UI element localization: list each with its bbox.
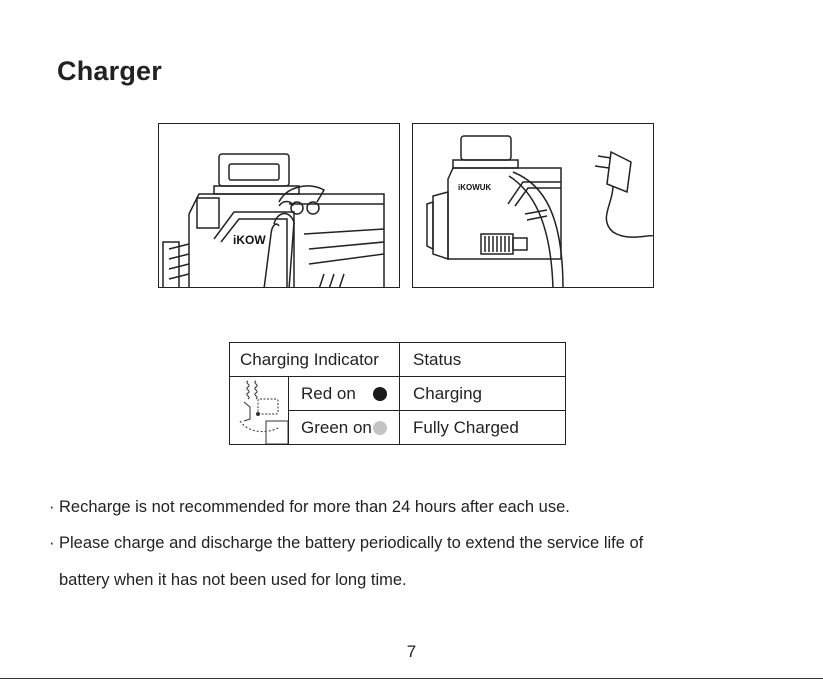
indicator-light-drawing xyxy=(230,377,289,445)
bullet: · xyxy=(49,489,59,526)
bullet: · xyxy=(49,525,59,562)
device-charger-drawing: iKOWUK xyxy=(413,124,654,288)
brand-logo-left: iKOW xyxy=(233,233,266,247)
illustration-charging-port: iKOW xyxy=(158,123,400,288)
page-title: Charger xyxy=(57,56,162,87)
page-number: 7 xyxy=(0,642,823,662)
note-text-2a: Please charge and discharge the battery … xyxy=(59,534,643,552)
charging-indicator-table: Charging Indicator Status Red on Chargin… xyxy=(229,342,566,445)
note-recharge-limit: ·Recharge is not recommended for more th… xyxy=(49,489,769,526)
indicator-green-on: Green on xyxy=(289,411,400,445)
table-row: Red on Charging xyxy=(230,377,566,411)
status-charging: Charging xyxy=(400,377,566,411)
header-status: Status xyxy=(400,343,566,377)
indicator-red-on: Red on xyxy=(289,377,400,411)
illustration-charger-connected: iKOWUK xyxy=(412,123,654,288)
brand-logo-right: iKOWUK xyxy=(458,183,492,192)
green-dot-icon xyxy=(373,421,387,435)
device-port-drawing: iKOW xyxy=(159,124,400,288)
status-fully-charged: Fully Charged xyxy=(400,411,566,445)
red-dot-icon xyxy=(373,387,387,401)
bottom-divider xyxy=(0,678,823,679)
note-text-1: Recharge is not recommended for more tha… xyxy=(59,498,570,516)
indicator-light-icon xyxy=(230,377,288,444)
header-charging-indicator: Charging Indicator xyxy=(230,343,400,377)
indicator-red-label: Red on xyxy=(301,384,356,403)
table-header-row: Charging Indicator Status xyxy=(230,343,566,377)
note-periodic-charge: ·Please charge and discharge the battery… xyxy=(49,525,769,599)
note-text-2b: battery when it has not been used for lo… xyxy=(49,571,407,589)
indicator-green-label: Green on xyxy=(301,418,372,437)
